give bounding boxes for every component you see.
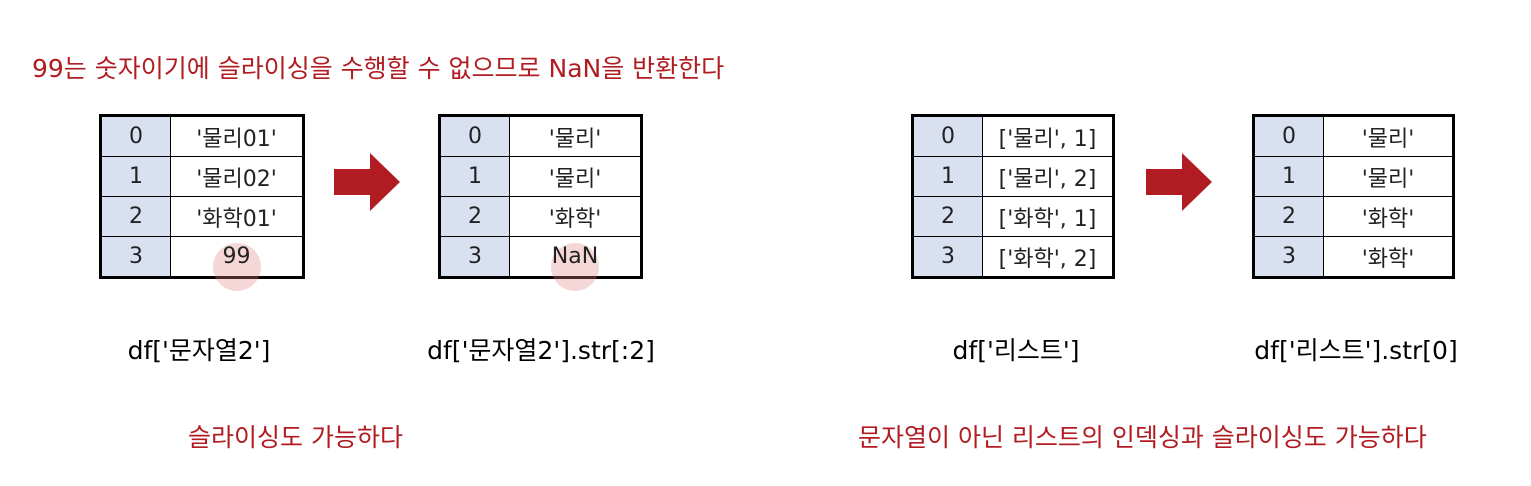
value-cell: '물리' — [1323, 115, 1454, 157]
index-cell: 0 — [912, 115, 983, 157]
table-row: 1 ['물리', 2] — [912, 156, 1114, 197]
value-text: 99 — [222, 244, 251, 269]
index-cell: 3 — [912, 236, 983, 278]
value-cell: ['화학', 2] — [982, 236, 1114, 278]
value-cell: '물리' — [509, 156, 642, 197]
index-cell: 2 — [100, 196, 171, 237]
value-cell: '물리' — [509, 115, 642, 157]
table-list: 0 ['물리', 1] 1 ['물리', 2] 2 ['화학', 1] 3 ['… — [911, 114, 1115, 279]
bottom-right-note: 문자열이 아닌 리스트의 인덱싱과 슬라이싱도 가능하다 — [858, 423, 1427, 452]
highlight-circle — [551, 242, 599, 291]
top-note: 99는 숫자이기에 슬라이싱을 수행할 수 없으므로 NaN을 반환한다 — [32, 54, 725, 83]
index-cell: 0 — [100, 115, 171, 157]
value-cell-highlighted: 99 — [170, 236, 304, 291]
index-cell: 0 — [439, 115, 510, 157]
index-cell: 1 — [912, 156, 983, 197]
index-cell: 3 — [1253, 236, 1324, 278]
value-cell: '화학01' — [170, 196, 304, 237]
table-row: 0 '물리' — [439, 115, 642, 157]
table-caption: df['문자열2'].str[:2] — [427, 336, 655, 365]
value-cell: ['물리', 1] — [982, 115, 1114, 157]
index-cell: 1 — [100, 156, 171, 197]
value-cell: '물리01' — [170, 115, 304, 157]
table-caption: df['리스트'].str[0] — [1254, 336, 1458, 365]
table-row: 2 '화학' — [1253, 196, 1454, 237]
value-cell: '화학' — [1323, 236, 1454, 278]
table-string2-sliced: 0 '물리' 1 '물리' 2 '화학' 3 NaN — [438, 114, 643, 291]
index-cell: 2 — [439, 196, 510, 237]
value-cell: '물리02' — [170, 156, 304, 197]
table-row: 1 '물리' — [439, 156, 642, 197]
index-cell: 2 — [1253, 196, 1324, 237]
value-cell: ['화학', 1] — [982, 196, 1114, 237]
table-row: 2 ['화학', 1] — [912, 196, 1114, 237]
table-row: 3 NaN — [439, 236, 642, 291]
right-arrow-icon — [1146, 153, 1212, 211]
value-cell: ['물리', 2] — [982, 156, 1114, 197]
table-row: 1 '물리' — [1253, 156, 1454, 197]
value-cell-highlighted: NaN — [509, 236, 642, 291]
index-cell: 3 — [100, 236, 171, 278]
bottom-left-note: 슬라이싱도 가능하다 — [188, 423, 403, 452]
table-row: 0 ['물리', 1] — [912, 115, 1114, 157]
index-cell: 1 — [439, 156, 510, 197]
value-text: NaN — [551, 244, 599, 269]
index-cell: 0 — [1253, 115, 1324, 157]
table-caption: df['리스트'] — [952, 336, 1080, 365]
value-cell: '물리' — [1323, 156, 1454, 197]
index-cell: 3 — [439, 236, 510, 278]
value-cell: '화학' — [509, 196, 642, 237]
table-row: 3 ['화학', 2] — [912, 236, 1114, 278]
table-string2: 0 '물리01' 1 '물리02' 2 '화학01' 3 99 — [99, 114, 305, 291]
table-row: 2 '화학' — [439, 196, 642, 237]
table-row: 2 '화학01' — [100, 196, 304, 237]
value-cell: '화학' — [1323, 196, 1454, 237]
right-arrow-icon — [334, 153, 400, 211]
table-row: 0 '물리01' — [100, 115, 304, 157]
table-row: 3 '화학' — [1253, 236, 1454, 278]
table-row: 3 99 — [100, 236, 304, 291]
table-caption: df['문자열2'] — [127, 336, 271, 365]
index-cell: 1 — [1253, 156, 1324, 197]
table-row: 1 '물리02' — [100, 156, 304, 197]
index-cell: 2 — [912, 196, 983, 237]
table-row: 0 '물리' — [1253, 115, 1454, 157]
highlight-circle — [212, 242, 261, 291]
table-list-indexed: 0 '물리' 1 '물리' 2 '화학' 3 '화학' — [1252, 114, 1455, 279]
